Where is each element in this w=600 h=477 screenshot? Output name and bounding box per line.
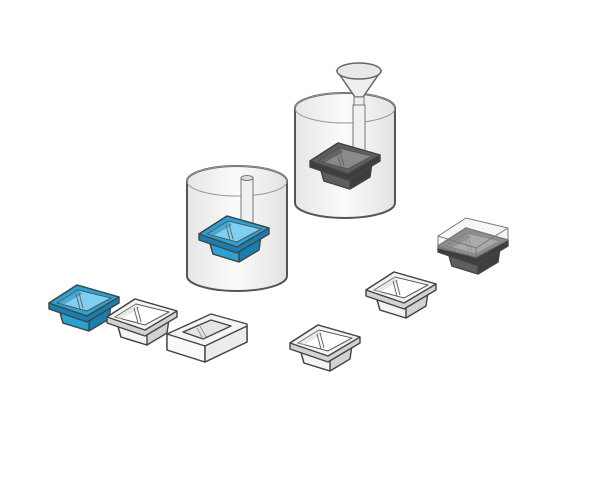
clear-box: [437, 217, 509, 258]
dark-tray-in-bath: [309, 142, 381, 190]
white-tray: [365, 271, 437, 319]
dark-tray-in-clear-box: [437, 227, 509, 275]
white-tray: [289, 324, 361, 372]
blue-tray: [48, 284, 120, 332]
blue-tray-in-bath: [198, 215, 270, 263]
white-tray: [106, 298, 178, 346]
funnel-icon: [335, 62, 383, 152]
bath-cylinder-right: [294, 62, 396, 219]
white-block-mold: [166, 313, 248, 363]
rod-icon: [240, 175, 254, 225]
